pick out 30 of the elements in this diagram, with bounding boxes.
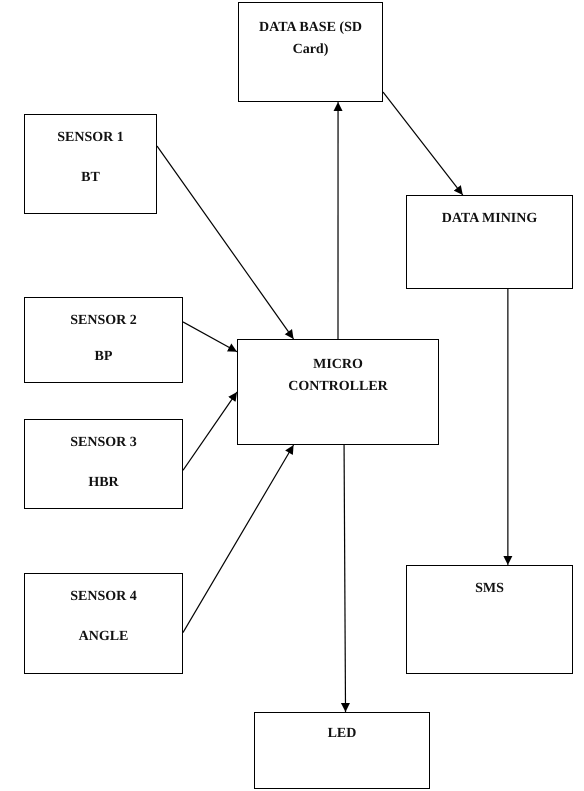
block-label: ANGLE [78,628,128,646]
block-box [24,297,183,383]
block-box [406,195,573,289]
arrow [340,445,350,712]
arrow [182,392,238,471]
arrow [182,444,294,633]
block-label: SENSOR 4 [70,588,137,606]
block-box [24,573,183,674]
block-label: DATA MINING [442,210,538,228]
block-label: SENSOR 2 [70,312,137,330]
block-label: BT [81,169,100,187]
block-box [238,2,383,102]
block-label: DATA BASE (SD Card) [258,19,363,59]
arrow [382,92,464,196]
block-box [254,712,430,789]
block-label: LED [328,725,356,743]
arrow [334,102,343,339]
block-label: MICRO CONTROLLER [287,356,389,396]
block-label: SENSOR 1 [57,129,124,147]
arrow [182,321,238,352]
block-label: BP [94,348,112,366]
block-label: SENSOR 3 [70,434,137,452]
arrow [503,289,512,565]
block-box [24,114,157,214]
block-box [237,339,439,445]
block-label: SMS [475,580,504,598]
block-box [24,419,183,509]
block-box [406,565,573,674]
arrow [156,146,294,340]
block-label: HBR [88,474,119,492]
